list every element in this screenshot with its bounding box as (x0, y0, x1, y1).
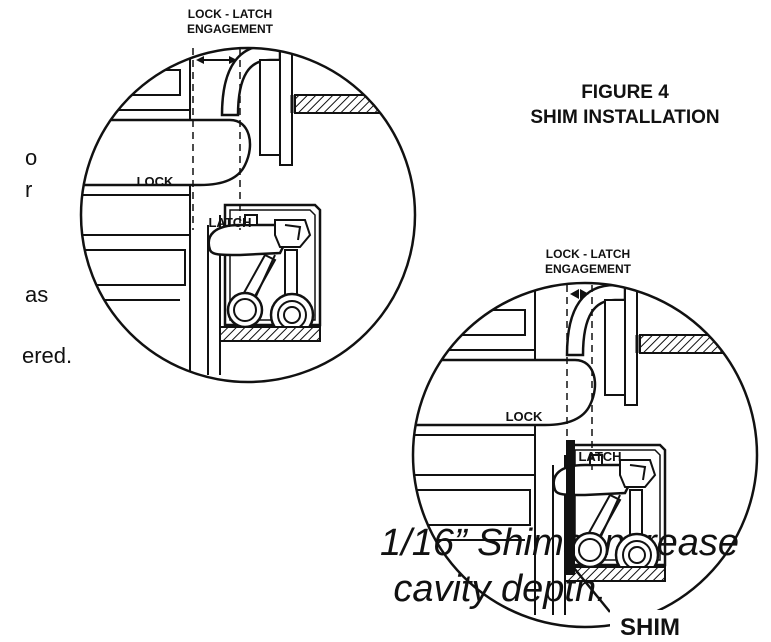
latch-label-top: LATCH (208, 215, 251, 230)
text-fragment-3: as (25, 282, 49, 307)
detail-top: LOCK - LATCH ENGAGEMENT LOCK LATCH (79, 2, 417, 384)
detail-bottom: LOCK - LATCH ENGAGEMENT LOCK LATCH SHIM (411, 243, 759, 641)
engagement-label-bottom-line1: LOCK - LATCH (546, 247, 630, 261)
lock-label-top: LOCK (137, 174, 174, 189)
engagement-label-top-line1: LOCK - LATCH (188, 7, 272, 21)
shim-label: SHIM (620, 614, 680, 641)
engagement-label-bottom-line2: ENGAGEMENT (545, 262, 632, 276)
text-fragment-4: ered. (22, 343, 73, 368)
figure-title-line2: SHIM INSTALLATION (530, 107, 720, 128)
shim-strip (566, 440, 575, 575)
engagement-label-top-line2: ENGAGEMENT (187, 22, 274, 36)
figure-title-line1: FIGURE 4 (581, 82, 669, 103)
text-fragment-2: r (25, 177, 33, 202)
text-fragment-1: o (25, 145, 38, 170)
figure-title: FIGURE 4 SHIM INSTALLATION (500, 80, 750, 130)
lock-label-bottom: LOCK (506, 409, 543, 424)
latch-label-bottom: LATCH (578, 449, 621, 464)
